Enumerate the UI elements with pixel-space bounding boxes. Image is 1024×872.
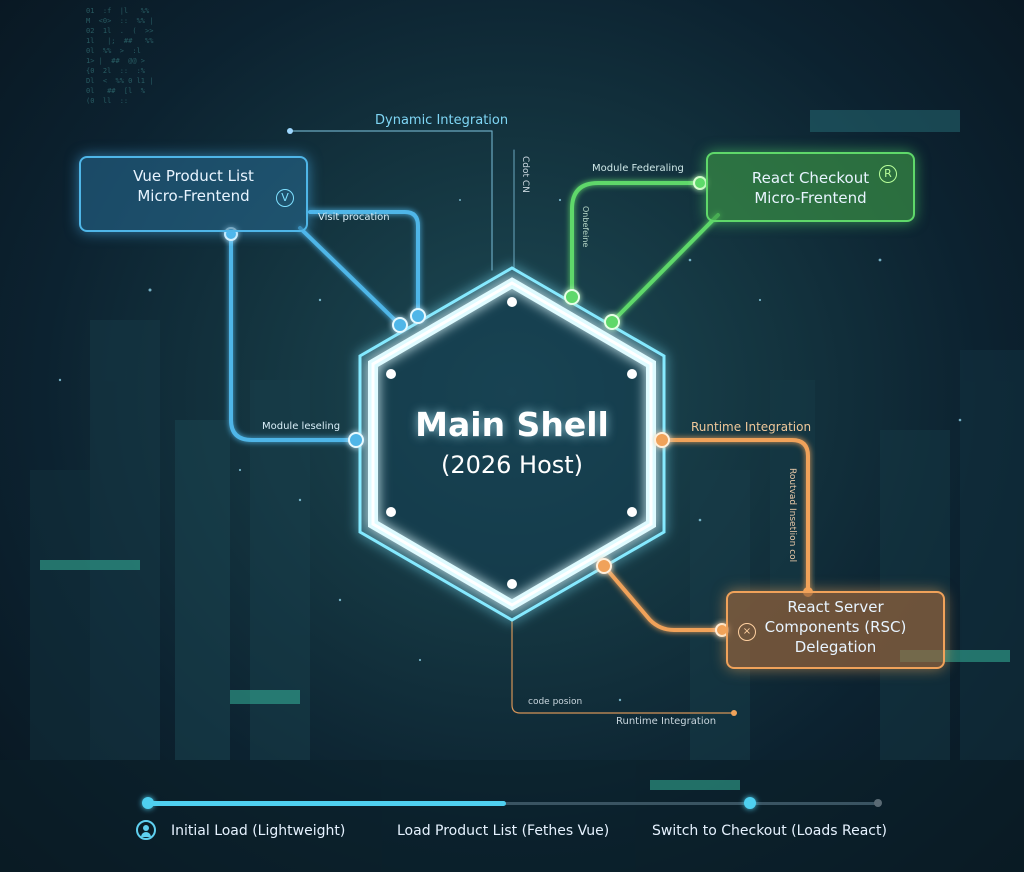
- main-shell-title: Main Shell: [415, 405, 609, 444]
- label-visit-procation: Visit procation: [318, 212, 390, 223]
- react-icon: R: [879, 165, 897, 183]
- line-shell-to-rsc-a: [660, 438, 810, 594]
- line-vue-to-shell-c: [229, 232, 358, 442]
- timeline-step-initial-load[interactable]: Initial Load (Lightweight): [171, 823, 346, 839]
- timeline-node-checkout: [744, 797, 756, 809]
- timeline-progress-fill: [148, 801, 506, 806]
- react-box-line1: React Checkout: [751, 169, 870, 187]
- rsc-box-line1: React Server: [787, 598, 884, 616]
- rsc-box-line3: Delegation: [794, 638, 877, 656]
- hexagon-inner-dots: [386, 297, 637, 589]
- label-dynamic-integration: Dynamic Integration: [375, 113, 509, 128]
- vue-product-list-box[interactable]: Vue Product List Micro-Frentend V: [79, 156, 308, 232]
- line-react-to-shell-a: [570, 181, 702, 299]
- react-checkout-box[interactable]: React Checkout Micro-Frentend R: [706, 152, 915, 222]
- label-code-posion: code posion: [528, 697, 583, 707]
- label-runtime-integration: Runtime Integration: [691, 420, 812, 434]
- main-shell-hexagon: [358, 266, 666, 622]
- timeline-step-switch-to-checkout[interactable]: Switch to Checkout (Loads React): [652, 823, 887, 839]
- label-vertical-green: Onbefeine: [581, 206, 590, 248]
- label-cdn: Cdot CN: [520, 156, 530, 193]
- line-vue-to-shell-a: [298, 226, 402, 327]
- react-box-line2: Micro-Frentend: [754, 189, 867, 207]
- hexagon-ports: [348, 289, 670, 574]
- code-rain-decoration: 01 :f |l %% M <0> :: %% |02 1l . ( >>1l …: [86, 7, 158, 105]
- line-dynamic-integration: [289, 130, 493, 271]
- label-module-leseling: Module leseling: [262, 421, 341, 432]
- city-skyline: [0, 320, 1024, 872]
- label-module-federaling: Module Federaling: [592, 163, 684, 174]
- main-shell-subtitle: (2026 Host): [440, 451, 584, 479]
- vue-box-line1: Vue Product List: [133, 167, 254, 185]
- particles: [58, 198, 962, 702]
- line-react-to-shell-b: [610, 213, 720, 324]
- close-icon: ×: [738, 623, 756, 641]
- timeline-step-load-product-list[interactable]: Load Product List (Fethes Vue): [397, 823, 610, 839]
- line-code-posion: [511, 619, 735, 714]
- timeline-node-end: [874, 799, 882, 807]
- rsc-box-line2: Components (RSC): [764, 618, 907, 636]
- line-vue-to-shell-b: [308, 210, 420, 318]
- vue-box-line2: Micro-Frentend: [137, 187, 250, 205]
- rsc-delegation-box[interactable]: React Server Components (RSC) Delegation…: [726, 591, 945, 669]
- line-shell-to-rsc-b: [602, 564, 725, 632]
- label-runtime-integration-bottom: Runtime Integration: [616, 716, 717, 727]
- vue-icon: V: [276, 189, 294, 207]
- user-icon: [136, 820, 156, 840]
- timeline-track: [142, 797, 882, 809]
- timeline-node-start: [142, 797, 154, 809]
- label-vertical-orange: Routvad Insetlion col: [787, 468, 797, 563]
